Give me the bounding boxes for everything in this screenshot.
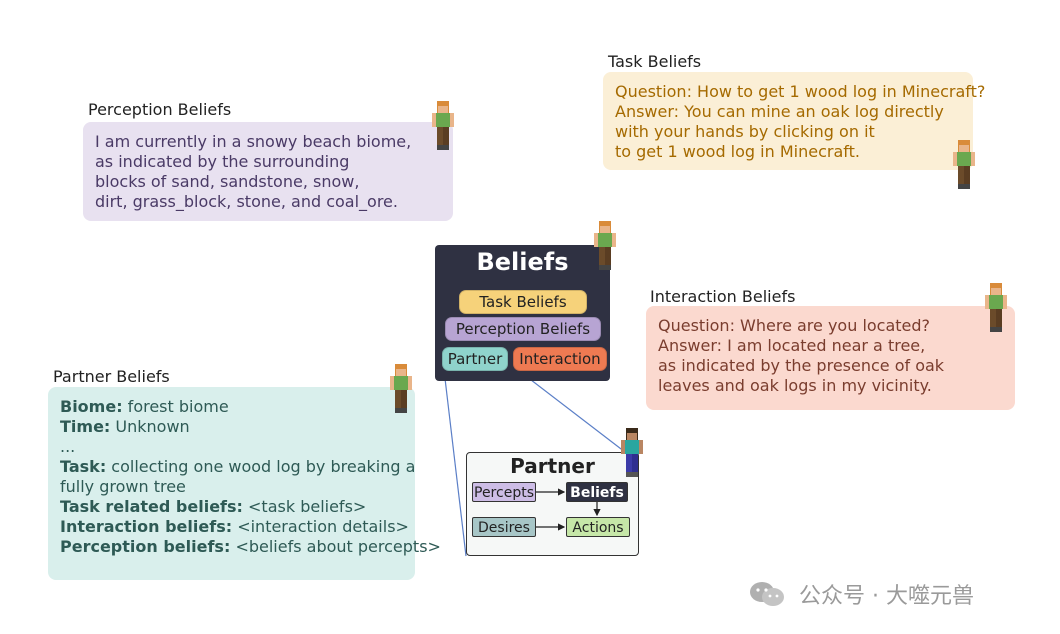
partner-perception: Perception beliefs: <beliefs about perce… xyxy=(60,537,441,556)
interaction-beliefs-card: Question: Where are you located? Answer:… xyxy=(646,306,1015,410)
alex-character-icon xyxy=(390,364,412,413)
partner-task-related: Task related beliefs: <task beliefs> xyxy=(60,497,367,516)
interaction-line: Question: Where are you located? xyxy=(658,316,931,335)
partner-model-box: Partner Percepts Beliefs Desires Actions xyxy=(466,452,639,556)
task-beliefs-card: Question: How to get 1 wood log in Minec… xyxy=(603,72,986,170)
alex-character-icon xyxy=(594,221,616,270)
partner-biome: Biome: forest biome xyxy=(60,397,229,416)
partner-pill: Partner xyxy=(442,347,508,371)
task-line: with your hands by clicking on it xyxy=(615,122,875,141)
percepts-box: Percepts xyxy=(472,482,536,502)
alex-character-icon xyxy=(953,140,975,189)
actions-node: Actions xyxy=(566,517,630,537)
partner-task-cont: fully grown tree xyxy=(60,477,186,496)
task-beliefs-title: Task Beliefs xyxy=(608,52,702,71)
interaction-line: leaves and oak logs in my vicinity. xyxy=(658,376,932,395)
watermark-text: 公众号 · 大噬元兽 xyxy=(799,584,974,609)
partner-arrows xyxy=(536,488,601,531)
beliefs-node: Beliefs xyxy=(566,482,628,502)
partner-beliefs-title: Partner Beliefs xyxy=(53,367,170,386)
task-line: Question: How to get 1 wood log in Minec… xyxy=(615,82,986,101)
interaction-beliefs-title: Interaction Beliefs xyxy=(650,287,796,306)
partner-ellipsis: ... xyxy=(60,437,76,456)
partner-beliefs-card: Biome: forest biome Time: Unknown ... Ta… xyxy=(48,387,441,580)
task-line: Answer: You can mine an oak log directly xyxy=(615,102,944,121)
perception-line: dirt, grass_block, stone, and coal_ore. xyxy=(95,192,398,211)
wechat-icon xyxy=(750,582,784,606)
watermark: 公众号 · 大噬元兽 xyxy=(748,578,974,610)
perception-line: blocks of sand, sandstone, snow, xyxy=(95,172,360,191)
partner-interaction: Interaction beliefs: <interaction detail… xyxy=(60,517,409,536)
alex-character-icon xyxy=(985,283,1007,332)
interaction-pill: Interaction xyxy=(513,347,607,371)
task-beliefs-pill: Task Beliefs xyxy=(459,290,587,314)
desires-box: Desires xyxy=(472,517,536,537)
perception-beliefs-card: I am currently in a snowy beach biome, a… xyxy=(83,122,453,221)
beliefs-box: Beliefs Task Beliefs Perception Beliefs … xyxy=(435,245,610,381)
steve-character-icon xyxy=(621,428,643,477)
partner-time: Time: Unknown xyxy=(60,417,190,436)
perception-beliefs-pill: Perception Beliefs xyxy=(445,317,601,341)
perception-line: I am currently in a snowy beach biome, xyxy=(95,132,412,151)
interaction-line: as indicated by the presence of oak xyxy=(658,356,945,375)
alex-character-icon xyxy=(432,101,454,150)
perception-line: as indicated by the surrounding xyxy=(95,152,350,171)
beliefs-title: Beliefs xyxy=(476,248,569,276)
interaction-line: Answer: I am located near a tree, xyxy=(658,336,926,355)
perception-beliefs-title: Perception Beliefs xyxy=(88,100,232,119)
partner-task: Task: collecting one wood log by breakin… xyxy=(60,457,416,476)
task-line: to get 1 wood log in Minecraft. xyxy=(615,142,860,161)
partner-model-title: Partner xyxy=(510,454,595,478)
